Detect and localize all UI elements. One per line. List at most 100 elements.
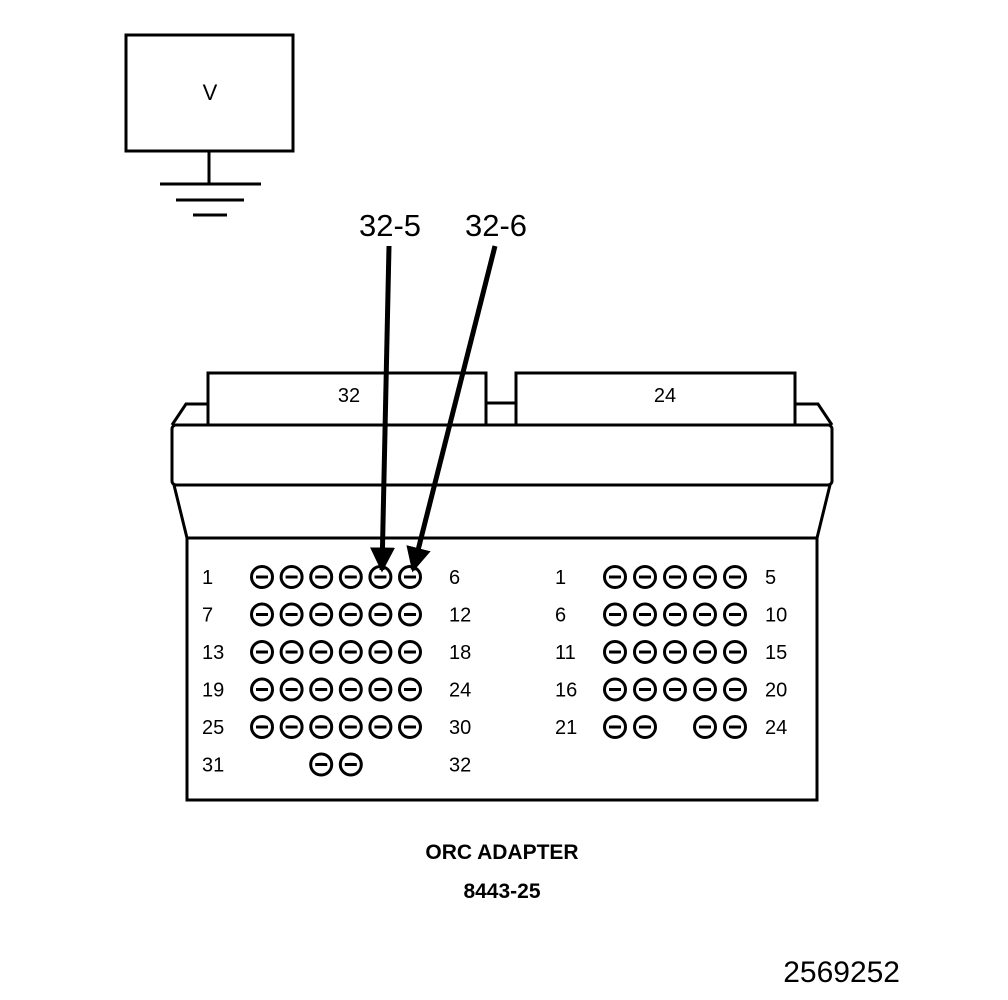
pin-socket-icon	[693, 677, 717, 702]
pin-socket-icon	[338, 640, 363, 664]
pin-socket-icon	[279, 565, 304, 589]
pin-row-end-label: 10	[765, 605, 787, 627]
pin-row-start-label: 31	[202, 755, 224, 777]
pin-row-end-label: 5	[765, 567, 776, 589]
connector-32-label: 32	[338, 385, 360, 407]
pin-socket-icon	[633, 602, 657, 627]
pin-socket-icon	[693, 715, 717, 739]
pin-socket-icon	[338, 715, 363, 739]
pin-socket-icon	[398, 715, 422, 739]
pin-row-end-label: 15	[765, 642, 787, 664]
pin-socket-icon	[398, 602, 422, 627]
connector-24-housing	[514, 371, 797, 427]
pin-socket-icon	[250, 677, 274, 702]
plug-bridge	[484, 401, 518, 427]
adapter-part-number: 8443-25	[463, 880, 540, 903]
pin-row: 21 24	[555, 715, 787, 739]
pin-row: 25 30	[202, 715, 471, 739]
pin-socket-icon	[603, 602, 627, 627]
pin-socket-icon	[398, 677, 422, 702]
adapter-rim	[170, 423, 834, 487]
pin-socket-icon	[693, 640, 717, 664]
pin-socket-icon	[663, 677, 687, 702]
pin-row-end-label: 20	[765, 680, 787, 702]
pin-socket-icon	[723, 602, 747, 627]
pin-row-start-label: 1	[202, 567, 213, 589]
pin-socket-icon	[368, 677, 393, 702]
pin-socket-icon	[398, 565, 422, 589]
pin-row: 31 32	[202, 752, 471, 777]
pin-socket-icon	[338, 565, 363, 589]
pin-socket-icon	[250, 565, 274, 589]
pin-socket-icon	[338, 752, 363, 777]
pin-row-start-label: 19	[202, 680, 224, 702]
arrow-32-5-icon	[369, 245, 395, 573]
pin-row-start-label: 6	[555, 605, 566, 627]
pin-socket-icon	[693, 565, 717, 589]
pin-socket-icon	[250, 640, 274, 664]
pin-row-end-label: 32	[449, 755, 471, 777]
pin-socket-icon	[279, 602, 304, 627]
callout-32-5: 32-5	[359, 208, 421, 243]
pin-socket-icon	[309, 715, 334, 739]
pin-socket-icon	[338, 602, 363, 627]
pin-row-end-label: 6	[449, 567, 460, 589]
pin-socket-icon	[309, 752, 334, 777]
pin-socket-icon	[723, 565, 747, 589]
pin-socket-icon	[633, 565, 657, 589]
pin-row-start-label: 1	[555, 567, 566, 589]
pin-row-end-label: 12	[449, 605, 471, 627]
pin-socket-icon	[663, 640, 687, 664]
pin-socket-icon	[309, 640, 334, 664]
adapter-skirt	[172, 484, 832, 539]
ground-symbol-icon	[160, 182, 261, 217]
pin-row-start-label: 25	[202, 717, 224, 739]
pin-row-end-label: 18	[449, 642, 471, 664]
pin-socket-icon	[723, 677, 747, 702]
pin-socket-icon	[633, 640, 657, 664]
pin-socket-icon	[693, 602, 717, 627]
pin-socket-icon	[250, 715, 274, 739]
pin-row-start-label: 16	[555, 680, 577, 702]
pin-socket-icon	[309, 602, 334, 627]
pin-row-start-label: 21	[555, 717, 577, 739]
probe-callouts: 32-5 32-6	[359, 208, 527, 573]
pin-socket-icon	[338, 677, 363, 702]
pin-row-start-label: 7	[202, 605, 213, 627]
pin-socket-icon	[663, 565, 687, 589]
pin-socket-icon	[603, 640, 627, 664]
arrow-32-6-icon	[406, 245, 498, 573]
pin-socket-icon	[368, 602, 393, 627]
callout-32-6: 32-6	[465, 208, 527, 243]
pin-socket-icon	[368, 715, 393, 739]
adapter-title: ORC ADAPTER	[425, 841, 578, 864]
pin-socket-icon	[250, 602, 274, 627]
adapter-shoulder	[170, 402, 834, 426]
pin-socket-icon	[309, 677, 334, 702]
pin-socket-icon	[723, 640, 747, 664]
voltmeter-label: V	[203, 80, 218, 105]
pin-row-end-label: 30	[449, 717, 471, 739]
pin-row-start-label: 13	[202, 642, 224, 664]
pin-socket-icon	[279, 640, 304, 664]
pin-socket-icon	[603, 715, 627, 739]
voltmeter: V	[124, 33, 295, 217]
pin-row: 6 10	[555, 602, 787, 627]
pin-socket-icon	[603, 677, 627, 702]
pin-socket-icon	[633, 677, 657, 702]
pin-socket-icon	[633, 715, 657, 739]
pin-row: 13 18	[202, 640, 471, 664]
pin-socket-icon	[368, 640, 393, 664]
pin-socket-icon	[279, 715, 304, 739]
pin-row-end-label: 24	[765, 717, 787, 739]
pin-socket-icon	[309, 565, 334, 589]
connector-24-label: 24	[654, 385, 676, 407]
voltmeter-box	[124, 33, 295, 153]
